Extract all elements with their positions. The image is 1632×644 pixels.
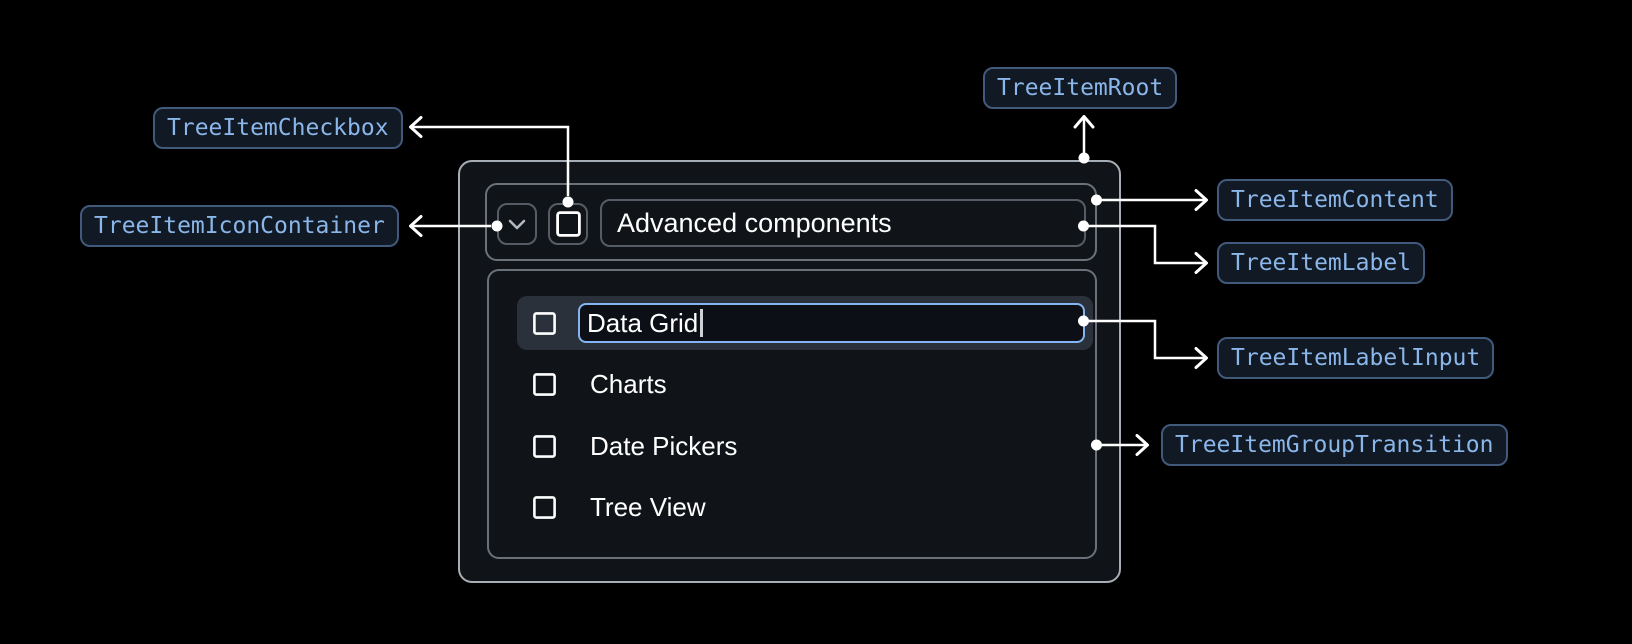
- chevron-down-icon: [508, 219, 526, 229]
- tree-item-row-editing[interactable]: Data Grid: [517, 296, 1093, 350]
- annotation-tree-item-label: TreeItemLabel: [1217, 242, 1426, 284]
- parent-item-label: Advanced components: [617, 207, 892, 238]
- annotation-tree-item-group-transition: TreeItemGroupTransition: [1161, 424, 1508, 466]
- annotation-tree-item-root: TreeItemRoot: [983, 67, 1178, 109]
- tree-item-icon-container[interactable]: [497, 203, 537, 245]
- tree-item-row-label: Tree View: [590, 491, 706, 522]
- tree-item-row[interactable]: Tree View: [517, 485, 1093, 529]
- checkbox-unchecked-icon[interactable]: [533, 434, 556, 458]
- annotation-label: TreeItemGroupTransition: [1175, 432, 1494, 458]
- annotation-label: TreeItemIconContainer: [94, 213, 385, 239]
- annotation-label: TreeItemLabelInput: [1231, 345, 1481, 371]
- annotation-tree-item-label-input: TreeItemLabelInput: [1217, 337, 1495, 379]
- annotation-label: TreeItemCheckbox: [167, 115, 389, 141]
- tree-item-label-input[interactable]: Data Grid: [578, 303, 1085, 343]
- label-input-value: Data Grid: [587, 307, 699, 338]
- connector-tree-item-root: [1073, 115, 1095, 164]
- annotation-tree-item-content: TreeItemContent: [1217, 179, 1453, 221]
- checkbox-unchecked-icon[interactable]: [533, 311, 556, 335]
- arrowhead-right: [1194, 252, 1208, 274]
- tree-item-row[interactable]: Date Pickers: [517, 424, 1093, 468]
- annotation-label: TreeItemLabel: [1231, 250, 1412, 276]
- checkbox-unchecked-icon[interactable]: [533, 372, 556, 396]
- tree-item-root: Advanced components Data Grid Charts: [458, 160, 1121, 583]
- tree-item-row-label: Charts: [590, 368, 667, 399]
- text-cursor: [700, 309, 704, 337]
- arrowhead-right: [1135, 434, 1149, 456]
- arrowhead-left: [409, 215, 423, 237]
- tree-item-row-label: Date Pickers: [590, 430, 738, 461]
- arrowhead-left: [409, 116, 423, 138]
- annotation-label: TreeItemRoot: [997, 75, 1164, 101]
- checkbox-unchecked-icon[interactable]: [533, 495, 556, 519]
- tree-item-checkbox[interactable]: [548, 203, 588, 245]
- tree-item-label: Advanced components: [600, 199, 1086, 247]
- annotation-tree-item-icon-container: TreeItemIconContainer: [80, 205, 399, 247]
- annotation-label: TreeItemContent: [1231, 187, 1439, 213]
- arrowhead-up: [1073, 115, 1095, 129]
- arrowhead-right: [1194, 189, 1208, 211]
- annotation-tree-item-checkbox: TreeItemCheckbox: [153, 107, 403, 149]
- tree-item-content[interactable]: Advanced components: [485, 183, 1097, 261]
- checkbox-unchecked-icon: [555, 211, 581, 237]
- arrowhead-right: [1194, 347, 1208, 369]
- tree-item-row[interactable]: Charts: [517, 362, 1093, 406]
- tree-item-group-transition: Data Grid Charts Date Pickers: [487, 269, 1097, 559]
